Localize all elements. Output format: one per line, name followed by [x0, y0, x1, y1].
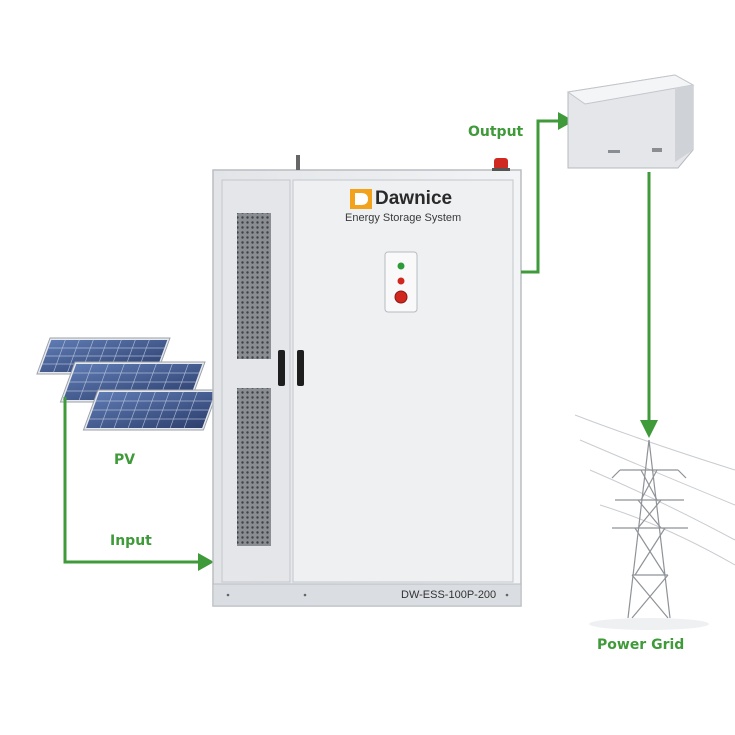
lower-vent	[237, 388, 271, 546]
input-label: Input	[110, 533, 152, 549]
pv-label: PV	[114, 452, 135, 468]
output-label: Output	[468, 124, 523, 140]
right-handle	[297, 350, 304, 386]
input-arrowhead	[198, 553, 214, 571]
red-indicator-icon	[398, 278, 405, 285]
model-number: DW-ESS-100P-200	[401, 589, 496, 601]
transmission-tower-icon	[612, 440, 688, 618]
dawnice-logo-icon	[350, 189, 372, 209]
upper-vent	[237, 213, 271, 359]
power-grid-label: Power Grid	[597, 637, 684, 653]
emergency-stop-icon	[395, 291, 407, 303]
tower-ground-shadow	[589, 618, 709, 630]
left-handle	[278, 350, 285, 386]
brand-name: Dawnice	[375, 188, 452, 210]
lifting-hook-icon	[296, 155, 300, 170]
grid-arrowhead	[640, 420, 658, 438]
green-indicator-icon	[398, 263, 405, 270]
brand-subtitle: Energy Storage System	[345, 212, 461, 224]
inverter-box	[568, 75, 693, 168]
output-arrow	[521, 121, 560, 272]
